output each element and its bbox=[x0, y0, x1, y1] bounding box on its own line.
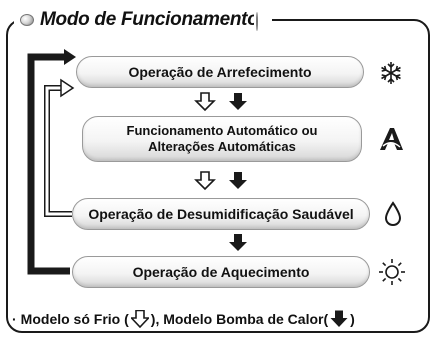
title-bullet-right-icon bbox=[256, 12, 258, 31]
legend-middle: ), Modelo Bomba de Calor( bbox=[150, 311, 329, 327]
legend-bullet: · bbox=[12, 311, 17, 327]
sun-icon bbox=[374, 257, 410, 287]
legend-suffix: ) bbox=[350, 311, 355, 327]
snowflake-icon bbox=[372, 59, 410, 87]
auto-operation-label-line2: Alterações Automáticas bbox=[148, 139, 296, 154]
dehumidification-operation-label: Operação de Desumidificação Saudável bbox=[88, 205, 354, 222]
solid-down-arrow-icon bbox=[329, 309, 349, 329]
legend: · Modelo só Frio ( ), Modelo Bomba de Ca… bbox=[12, 309, 355, 329]
diagram-title: Modo de Funcionamento bbox=[40, 9, 259, 30]
legend-prefix: Modelo só Frio ( bbox=[20, 311, 129, 327]
auto-mode-icon bbox=[372, 124, 410, 154]
dehumidification-operation-box: Operação de Desumidificação Saudável bbox=[72, 198, 370, 230]
auto-operation-box: Funcionamento Automático ou Alterações A… bbox=[82, 116, 362, 162]
cooling-operation-label: Operação de Arrefecimento bbox=[128, 63, 312, 80]
heating-operation-label: Operação de Aquecimento bbox=[132, 263, 310, 280]
water-drop-icon bbox=[376, 199, 410, 229]
title-box: Modo de Funcionamento bbox=[14, 6, 267, 34]
outline-down-arrow-icon bbox=[130, 309, 150, 329]
cooling-operation-box: Operação de Arrefecimento bbox=[76, 56, 364, 88]
title-bullet-right bbox=[254, 12, 272, 31]
heating-operation-box: Operação de Aquecimento bbox=[72, 256, 370, 288]
title-bullet-left-icon bbox=[20, 14, 34, 26]
auto-operation-label-line1: Funcionamento Automático ou bbox=[126, 123, 318, 138]
